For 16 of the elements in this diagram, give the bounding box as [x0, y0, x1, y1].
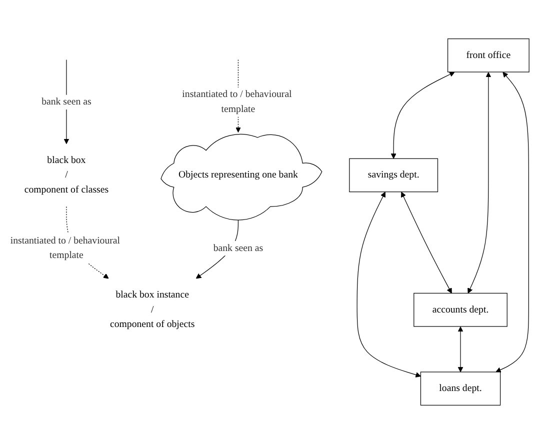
edge-label: instantiated to / behavioural template: [10, 235, 120, 261]
node-box: accounts dept.: [414, 292, 508, 327]
arrow: [356, 192, 421, 378]
arrow: [468, 72, 492, 294]
arrow: [390, 72, 455, 159]
edge-label: bank seen as: [213, 242, 264, 254]
edge-label: instantiated to / behavioural template: [182, 89, 292, 114]
node-text: black box / component of classes: [24, 154, 109, 195]
edge-label: bank seen as: [42, 96, 92, 108]
node-box: front office: [447, 38, 530, 72]
node-box: loans dept.: [420, 372, 501, 406]
arrow: [458, 326, 464, 372]
node-box: savings dept.: [349, 158, 438, 192]
node-text: black box instance / component of objects: [110, 290, 195, 330]
arrow: [401, 192, 452, 294]
arrow: [496, 72, 529, 372]
